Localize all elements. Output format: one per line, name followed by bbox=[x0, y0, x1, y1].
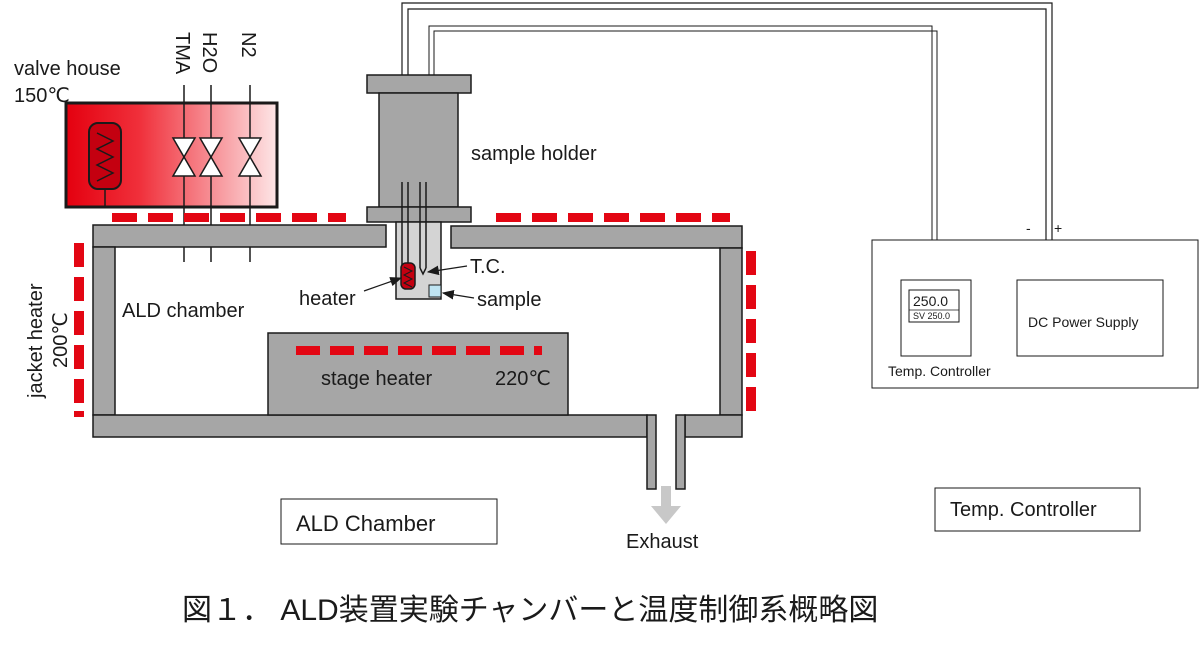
temp-controller-title: Temp. Controller bbox=[950, 499, 1097, 521]
sample-holder-label: sample holder bbox=[471, 143, 597, 165]
ald-chamber-title: ALD Chamber bbox=[296, 511, 435, 536]
polarity-plus: + bbox=[1054, 220, 1062, 236]
chamber-top-wall-right bbox=[450, 225, 743, 249]
top-jacket-heater bbox=[112, 213, 730, 222]
ald-chamber-inner-label: ALD chamber bbox=[122, 300, 245, 322]
polarity-minus: - bbox=[1026, 220, 1031, 236]
sample-holder-top-flange bbox=[366, 74, 472, 94]
stage-heater-element bbox=[296, 346, 542, 355]
controller-pv-value: 250.0 bbox=[913, 293, 948, 309]
ald-chamber-title-box: ALD Chamber bbox=[280, 498, 498, 545]
tc-label: T.C. bbox=[470, 256, 506, 278]
chamber-right-wall bbox=[719, 247, 743, 416]
temp-controller-display bbox=[908, 289, 960, 323]
n2-valve-icon bbox=[237, 137, 263, 177]
sample-holder-bottom-flange bbox=[366, 206, 472, 223]
dc-power-supply-unit bbox=[1016, 279, 1164, 357]
holder-wires bbox=[401, 182, 427, 276]
h2o-label: H2O bbox=[198, 32, 220, 73]
chamber-bottom-wall-right bbox=[684, 414, 743, 438]
chamber-bottom-wall-left bbox=[92, 414, 648, 438]
h2o-valve-icon bbox=[198, 137, 224, 177]
exhaust-arrow-icon bbox=[651, 486, 681, 524]
temp-controller-title-box: Temp. Controller bbox=[934, 487, 1141, 532]
controller-system: - + 250.0 SV 250.0 Temp. Controller DC P… bbox=[871, 220, 1199, 389]
valve-house-heater-icon bbox=[88, 122, 122, 207]
heater-label: heater bbox=[299, 288, 356, 310]
tma-valve-icon bbox=[171, 137, 197, 177]
exhaust-label: Exhaust bbox=[626, 531, 699, 553]
temp-controller-unit-label: Temp. Controller bbox=[888, 363, 991, 379]
valve-house-temp-label: 150℃ bbox=[14, 85, 70, 107]
tma-label: TMA bbox=[171, 32, 193, 75]
stage-heater-temp-label: 220℃ bbox=[495, 368, 551, 390]
right-jacket-heater bbox=[746, 251, 756, 411]
sample-holder bbox=[366, 74, 472, 300]
valve-house: valve house 150℃ TMA H2O N2 bbox=[14, 32, 279, 262]
valve-house-label: valve house bbox=[14, 58, 121, 80]
holder-heater-icon bbox=[400, 262, 416, 290]
chamber-left-wall bbox=[92, 246, 116, 416]
exhaust-pipe-right bbox=[675, 414, 686, 490]
jacket-heater-temp-label: 200℃ bbox=[50, 312, 72, 368]
chamber-top-wall-left bbox=[92, 224, 387, 248]
figure-caption: 図１． ALD装置実験チャンバーと温度制御系概略図 bbox=[182, 594, 878, 627]
exhaust-pipe-left bbox=[646, 414, 657, 490]
jacket-heater-label: jacket heater bbox=[25, 283, 47, 399]
left-jacket-heater bbox=[74, 243, 84, 417]
sample-holder-body bbox=[378, 92, 459, 208]
stage-heater-label: stage heater bbox=[321, 368, 433, 390]
n2-label: N2 bbox=[237, 32, 259, 58]
controller-sv-value: SV 250.0 bbox=[913, 311, 950, 321]
sample-piece bbox=[428, 284, 442, 298]
sample-label: sample bbox=[477, 289, 541, 311]
pointer-arrows bbox=[363, 265, 475, 300]
dc-power-supply-label: DC Power Supply bbox=[1028, 314, 1139, 330]
